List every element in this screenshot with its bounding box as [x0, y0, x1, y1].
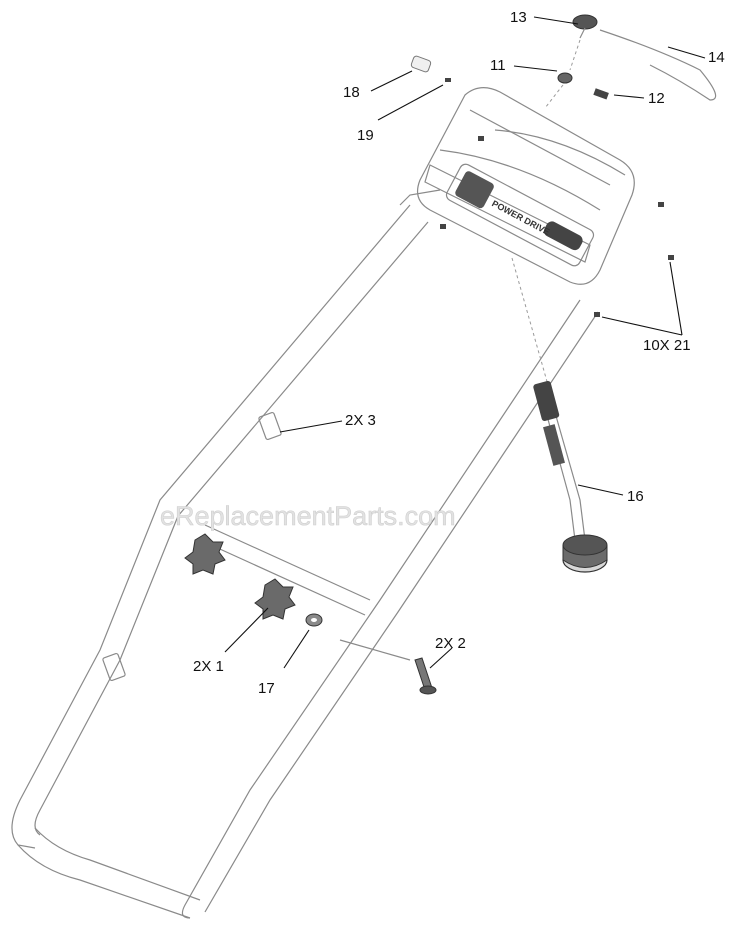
callout-labels: 13 14 11 12 18 19 10X 21 2X 3 16 2X 2 2X…: [193, 9, 725, 697]
handle-frame: [11, 189, 599, 919]
callout-2x3: 2X 3: [345, 412, 376, 429]
knob-hardware: [184, 533, 437, 695]
watermark-text: eReplacementParts.com: [160, 501, 456, 531]
callout-13: 13: [510, 9, 527, 26]
callout-12: 12: [648, 90, 665, 107]
callout-2x2: 2X 2: [435, 635, 466, 652]
callout-16: 16: [627, 488, 644, 505]
callout-17: 17: [258, 680, 275, 697]
control-housing: POWER DRIVE: [417, 87, 635, 285]
callout-2x1: 2X 1: [193, 658, 224, 675]
drive-cable: [511, 257, 608, 573]
cable-clips: [102, 411, 282, 682]
key-and-spring-parts: [410, 14, 717, 317]
callout-14: 14: [708, 49, 725, 66]
callout-10x21: 10X 21: [643, 337, 691, 354]
callout-11: 11: [490, 57, 506, 74]
callout-19: 19: [357, 127, 374, 144]
leader-lines: [224, 16, 706, 669]
callout-18: 18: [343, 84, 360, 101]
